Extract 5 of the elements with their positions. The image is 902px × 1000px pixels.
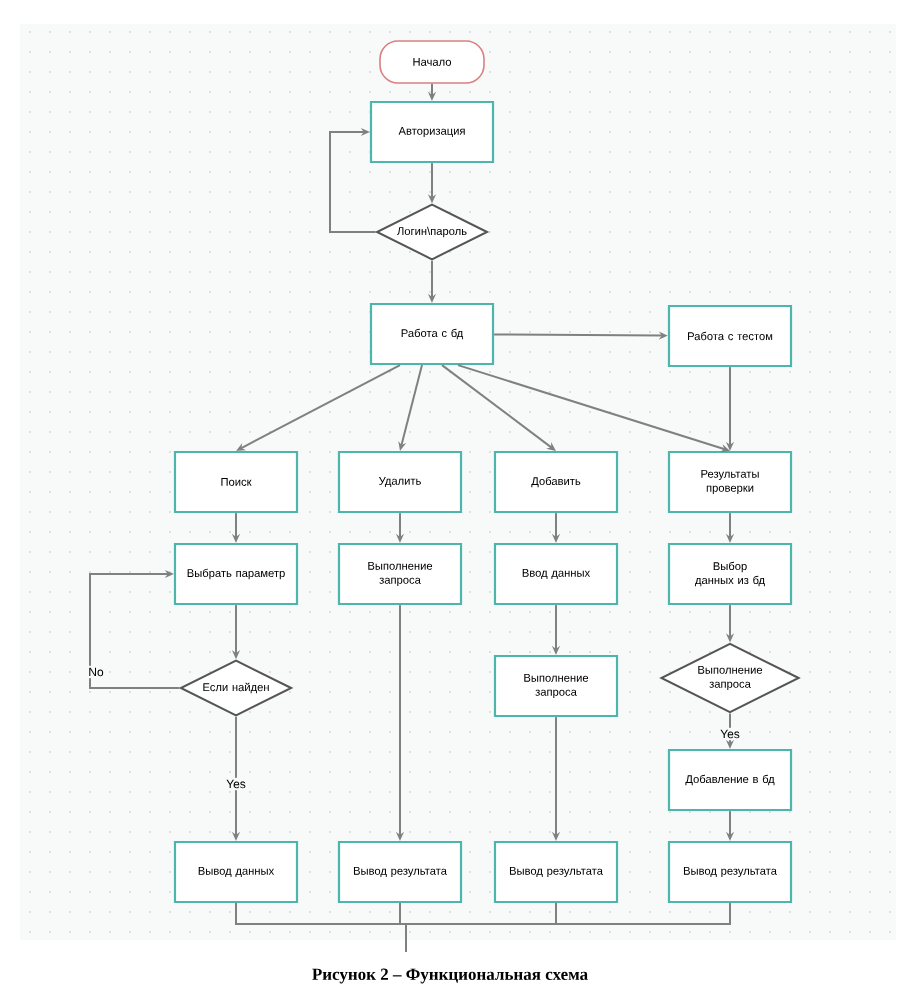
arrow: [89, 569, 181, 689]
arrow: [441, 364, 556, 451]
arrow: [236, 364, 401, 451]
figure-caption: Рисунок 2 – Функциональная схема: [312, 968, 588, 984]
arrow: [329, 127, 377, 233]
